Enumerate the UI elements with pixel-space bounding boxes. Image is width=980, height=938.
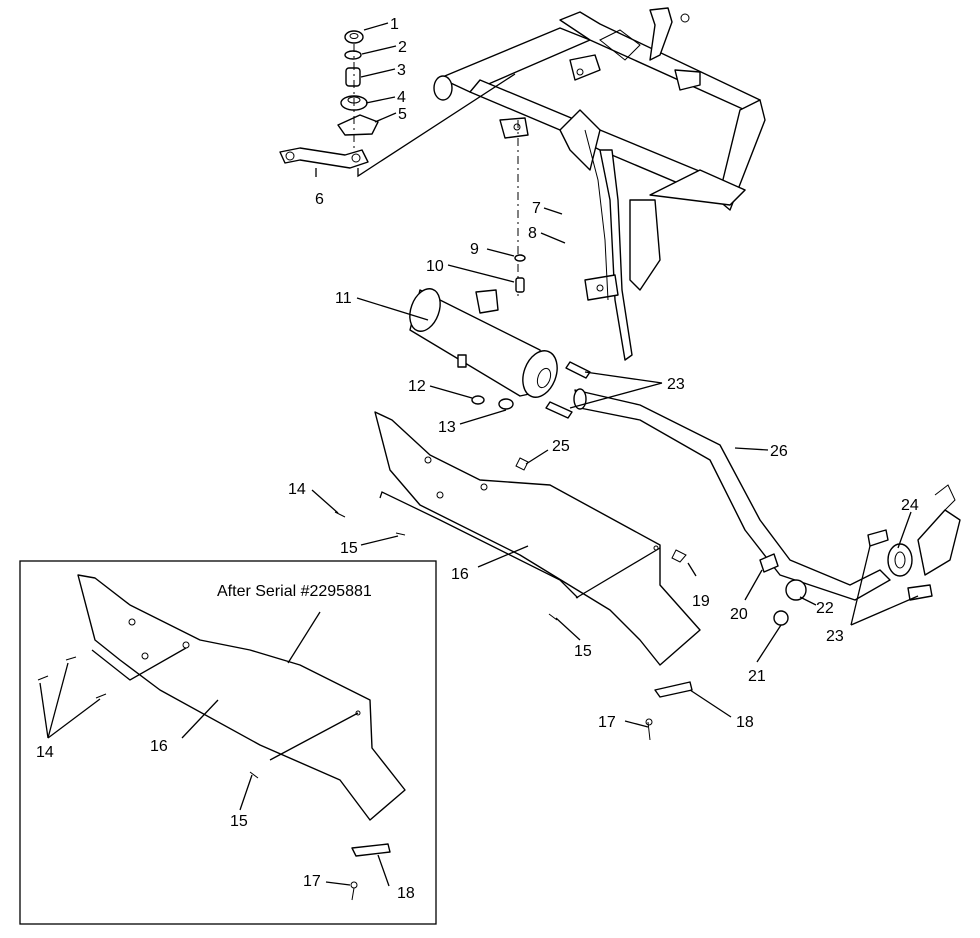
callout-19: 19: [692, 593, 710, 610]
callout-14: 14: [288, 481, 306, 498]
callout-7: 7: [532, 200, 541, 217]
inset-callout-15: 15: [230, 813, 248, 830]
callout-18: 18: [736, 714, 754, 731]
callout-1: 1: [390, 16, 399, 33]
callout-9: 9: [470, 241, 479, 258]
callout-8: 8: [528, 225, 537, 242]
callout-23b: 23: [826, 628, 844, 645]
callout-12: 12: [408, 378, 426, 395]
exhaust-pipe-drawing: [545, 361, 961, 741]
callout-4: 4: [397, 89, 406, 106]
callout-5: 5: [398, 106, 407, 123]
mount-stack-drawing: [279, 30, 516, 178]
inset-callout-18: 18: [397, 885, 415, 902]
callout-20: 20: [730, 606, 748, 623]
leader-lines: [39, 22, 919, 887]
callout-17: 17: [598, 714, 616, 731]
callout-24: 24: [901, 497, 919, 514]
frame-drawing: [433, 7, 766, 361]
inset-callout-17: 17: [303, 873, 321, 890]
inset-title: After Serial #2295881: [217, 583, 372, 600]
callout-26: 26: [770, 443, 788, 460]
callout-15a: 15: [340, 540, 358, 557]
callout-16: 16: [451, 566, 469, 583]
callout-2: 2: [398, 39, 407, 56]
callout-11: 11: [335, 290, 352, 307]
muffler-drawing: [409, 120, 558, 410]
inset-callout-16: 16: [150, 738, 168, 755]
callout-21: 21: [748, 668, 766, 685]
inset-drawing: [19, 560, 437, 925]
callout-22: 22: [816, 600, 834, 617]
inset-callout-14: 14: [36, 744, 54, 761]
callout-23a: 23: [667, 376, 685, 393]
callout-10: 10: [426, 258, 444, 275]
callout-labels: 1 2 3 4 5 6 7 8 9 10 11 12 13 14 15 16 2…: [36, 16, 919, 902]
callout-3: 3: [397, 62, 406, 79]
callout-13: 13: [438, 419, 456, 436]
heat-shield-drawing: [334, 411, 701, 666]
callout-15b: 15: [574, 643, 592, 660]
callout-25: 25: [552, 438, 570, 455]
callout-6: 6: [315, 191, 324, 208]
